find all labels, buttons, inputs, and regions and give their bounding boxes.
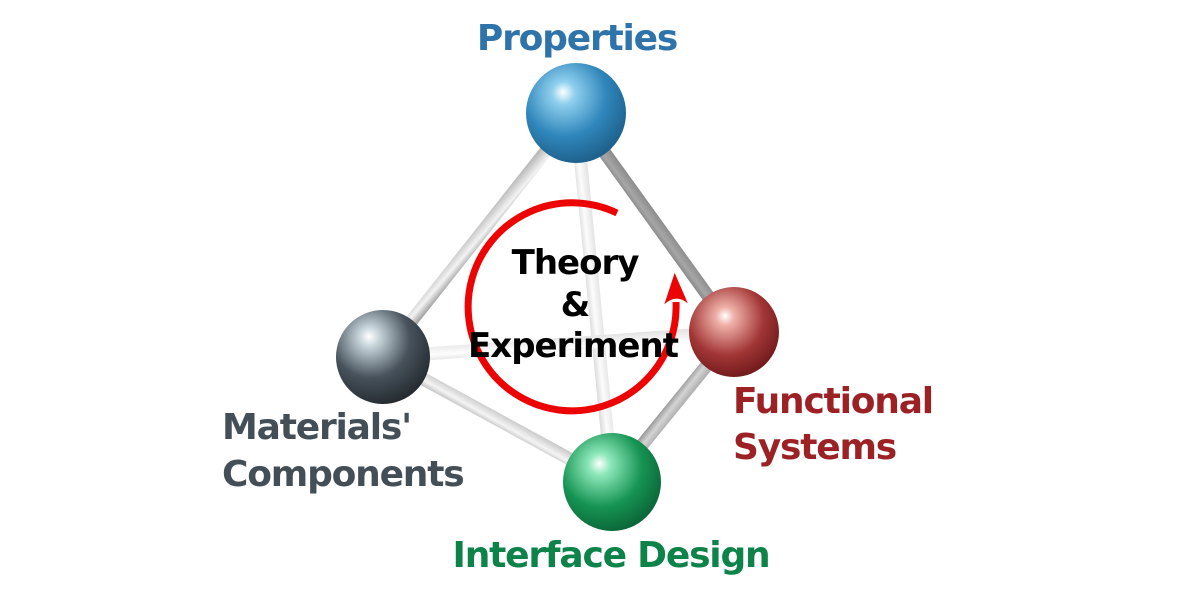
edge-properties-materials bbox=[376, 106, 583, 364]
sphere-functional-systems bbox=[689, 287, 779, 377]
sphere-interface-design bbox=[563, 433, 661, 531]
cycle-text-ampersand: & bbox=[561, 285, 590, 325]
cycle-text-theory: Theory bbox=[512, 243, 640, 283]
label-properties: Properties bbox=[477, 18, 677, 59]
label-materials-line2: Components bbox=[222, 454, 463, 495]
label-materials-line1: Materials' bbox=[222, 407, 411, 448]
cycle-arrow bbox=[464, 199, 688, 415]
sphere-materials-components bbox=[336, 310, 430, 404]
cycle-text-experiment: Experiment bbox=[468, 326, 679, 366]
cycle-arrow-path bbox=[464, 199, 688, 415]
labels-group: Properties Materials' Components Functio… bbox=[222, 18, 934, 576]
label-functional-line1: Functional bbox=[733, 381, 933, 422]
spheres-group bbox=[336, 63, 779, 531]
label-interface-design: Interface Design bbox=[453, 535, 770, 576]
edges-group bbox=[376, 106, 741, 489]
label-functional-line2: Systems bbox=[733, 427, 896, 468]
edge-properties-interface bbox=[569, 106, 619, 489]
sphere-properties bbox=[526, 63, 626, 163]
